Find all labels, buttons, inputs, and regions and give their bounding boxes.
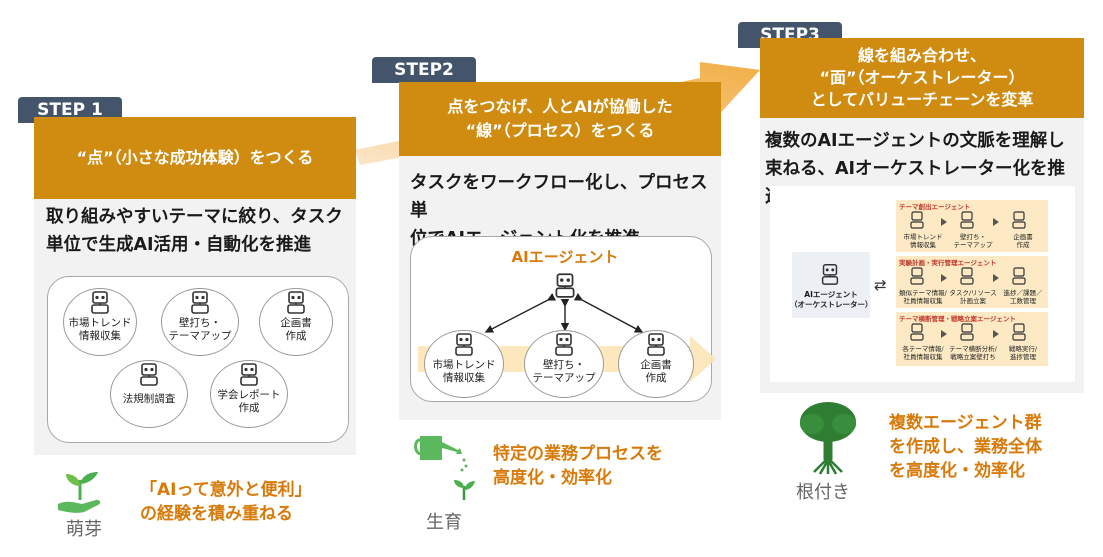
step1-heading: “点”（小さな成功体験）をつくる [34,117,356,199]
step1-description: 取り組みやすいテーマに絞り、タスク 単位で生成AI活用・自動化を推進 [46,207,343,255]
agent-item-label: テーマ横断分析/戦略立案壁打ち [949,345,997,361]
step2-task-brainstorm: 壁打ち・テーマアップ [524,330,604,398]
watering-can-icon [414,436,475,500]
step1-stage-label: 萌芽 [66,519,102,540]
robot-icon [647,333,665,356]
agent-group-theme-creation [896,200,1048,252]
robot-icon [555,333,573,356]
tree-icon [800,402,856,475]
exchange-arrows-icon: ⇄ [874,276,887,294]
robot-icon [287,291,305,314]
orchestrator-label: AIエージェント （オーケストレーター） [790,290,873,309]
agent-item-label: 市場トレンド情報収集 [903,233,943,249]
agent-item-label: 戦略実行/進捗管理 [1008,345,1038,361]
step3-growth-text: 複数エージェント群 を作成し、業務全体 を高度化・効率化 [889,413,1042,481]
agent-group-title: テーマ横断管理・戦略立案エージェント [899,315,1016,323]
step2-agent-title: AIエージェント [511,248,619,266]
step1-task-proposal: 企画書作成 [259,288,333,356]
robot-icon [91,291,109,314]
step1-task-brainstorm: 壁打ち・テーマアップ [161,288,239,356]
orchestrator-box [792,252,870,318]
step1-task-regulation: 法規制調査 [110,360,188,428]
robot-icon [240,363,258,386]
agent-item-label: 類似テーマ情報/社員情報収集 [899,289,947,305]
central-agent-robot-icon [555,273,575,298]
agent-group-robots [910,211,1026,341]
agent-connectors [484,293,644,333]
step1-growth-text: 「AIって意外と便利」 の経験を積み重ねる [140,480,312,524]
agent-group-cross-theme-strategy [896,312,1048,366]
step3-heading: 線を組み合わせ、 “面”（オーケストレーター） としてバリューチェーンを変革 [760,38,1084,118]
robot-icon [455,333,473,356]
step3-stage-label: 根付き [796,482,850,503]
robot-icon [191,291,209,314]
step2-stage-label: 生育 [426,512,462,533]
agent-item-label: 各テーマ情報/社員情報収集 [902,345,944,361]
sprout-in-hand-icon [58,472,101,513]
agent-group-experiment-planning [896,256,1048,308]
agent-item-label: タスク/リソース計画立案 [949,289,997,305]
agent-item-label: 企画書作成 [1013,233,1033,249]
agent-group-title: テーマ創出エージェント [899,203,971,211]
agent-group-title: 実験計画・実行管理エージェント [899,259,997,267]
step3-description: 複数のAIエージェントの文脈を理解し 束ねる、AIオーケストレーター化を推進 [765,131,1066,207]
step2-task-market-trend: 市場トレンド情報収集 [424,330,504,398]
orchestrator-robot-icon [821,264,839,285]
agent-item-label: 進捗／課題／工数管理 [1003,289,1043,305]
agent-item-label: 壁打ち・テーマアップ [953,233,993,249]
step1-task-conference-report: 学会レポート作成 [210,360,288,428]
step2-heading: 点をつなげ、人とAIが協働した “線”（プロセス）をつくる [399,82,721,156]
robot-icon [140,363,158,386]
step2-growth-text: 特定の業務プロセスを 高度化・効率化 [493,444,663,488]
step2-tag: STEP2 [372,57,476,83]
step2-task-proposal: 企画書作成 [618,330,694,398]
step1-task-market-trend: 市場トレンド情報収集 [63,288,137,356]
